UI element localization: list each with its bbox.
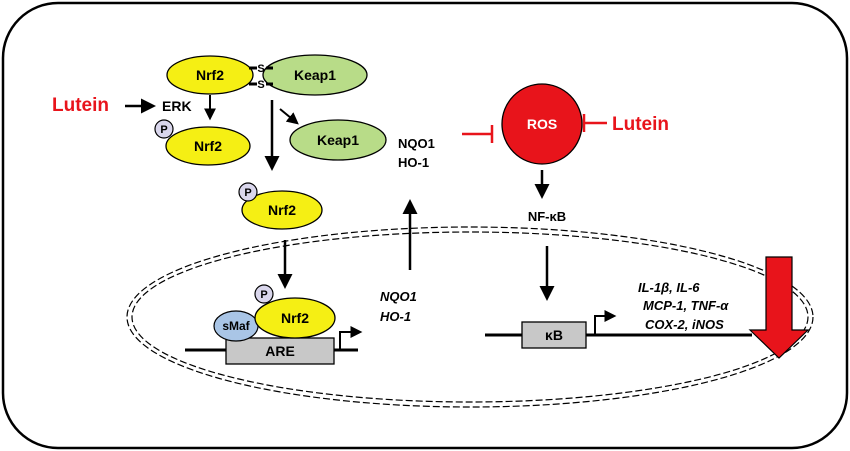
keap1-free [289,119,387,161]
phosphate-1 [154,119,174,139]
ho1-protein-label: HO-1 [398,155,429,170]
ros-circle [501,83,583,165]
cytokines-line-2: MCP-1, TNF-α [643,298,729,313]
nfkb-label: NF-κB [528,209,566,224]
phosphate-2-label: P [244,187,251,199]
ho1-gene-label: HO-1 [380,309,411,324]
lutein-ros-inhibition [582,114,607,132]
disulfide-s-top: S [257,63,264,75]
disulfide-s-bottom: S [257,79,264,91]
nucleus-outline [126,226,814,408]
nrf2-phospho-label: Nrf2 [194,138,222,154]
are-transcription-start [339,326,363,350]
are-label: ARE [265,343,295,359]
nrf2-keap1-complex: Nrf2 Keap1 S S [166,54,368,96]
nrf2-complex [166,55,254,95]
cytokines-line-3: COX-2, iNOS [645,317,724,332]
nrf2-complex-label: Nrf2 [196,67,224,83]
kb-label: κB [545,327,563,343]
lutein-right-label: Lutein [612,114,669,135]
keap1-release-arrow [279,108,299,125]
are-box [225,337,335,365]
kb-box [521,321,587,349]
smaf-label: sMaf [222,319,250,333]
phosphate-3 [254,284,274,304]
nqo1-gene-label: NQO1 [380,289,417,304]
nrf2-nuclear-label: Nrf2 [281,310,309,326]
cytokines-line-1: IL-1β, IL-6 [638,280,700,295]
keap1-free-label: Keap1 [317,132,359,148]
nqo1-ros-inhibition [462,125,494,143]
kb-transcription-start [594,310,617,335]
keap1-complex [262,54,368,96]
phosphate-2 [238,182,258,202]
phosphate-3-label: P [260,289,267,301]
phosphate-1-label: P [160,124,167,136]
nqo1-protein-label: NQO1 [398,136,435,151]
ros-label: ROS [527,116,557,132]
keap1-complex-label: Keap1 [294,67,336,83]
nrf2-nuclear [254,297,336,339]
nrf2-phospho [165,126,251,166]
nrf2-translocating-label: Nrf2 [268,202,296,218]
decrease-arrow [748,256,810,359]
nrf2-translocating [241,190,323,230]
erk-label: ERK [162,98,192,114]
lutein-left-label: Lutein [52,95,109,116]
